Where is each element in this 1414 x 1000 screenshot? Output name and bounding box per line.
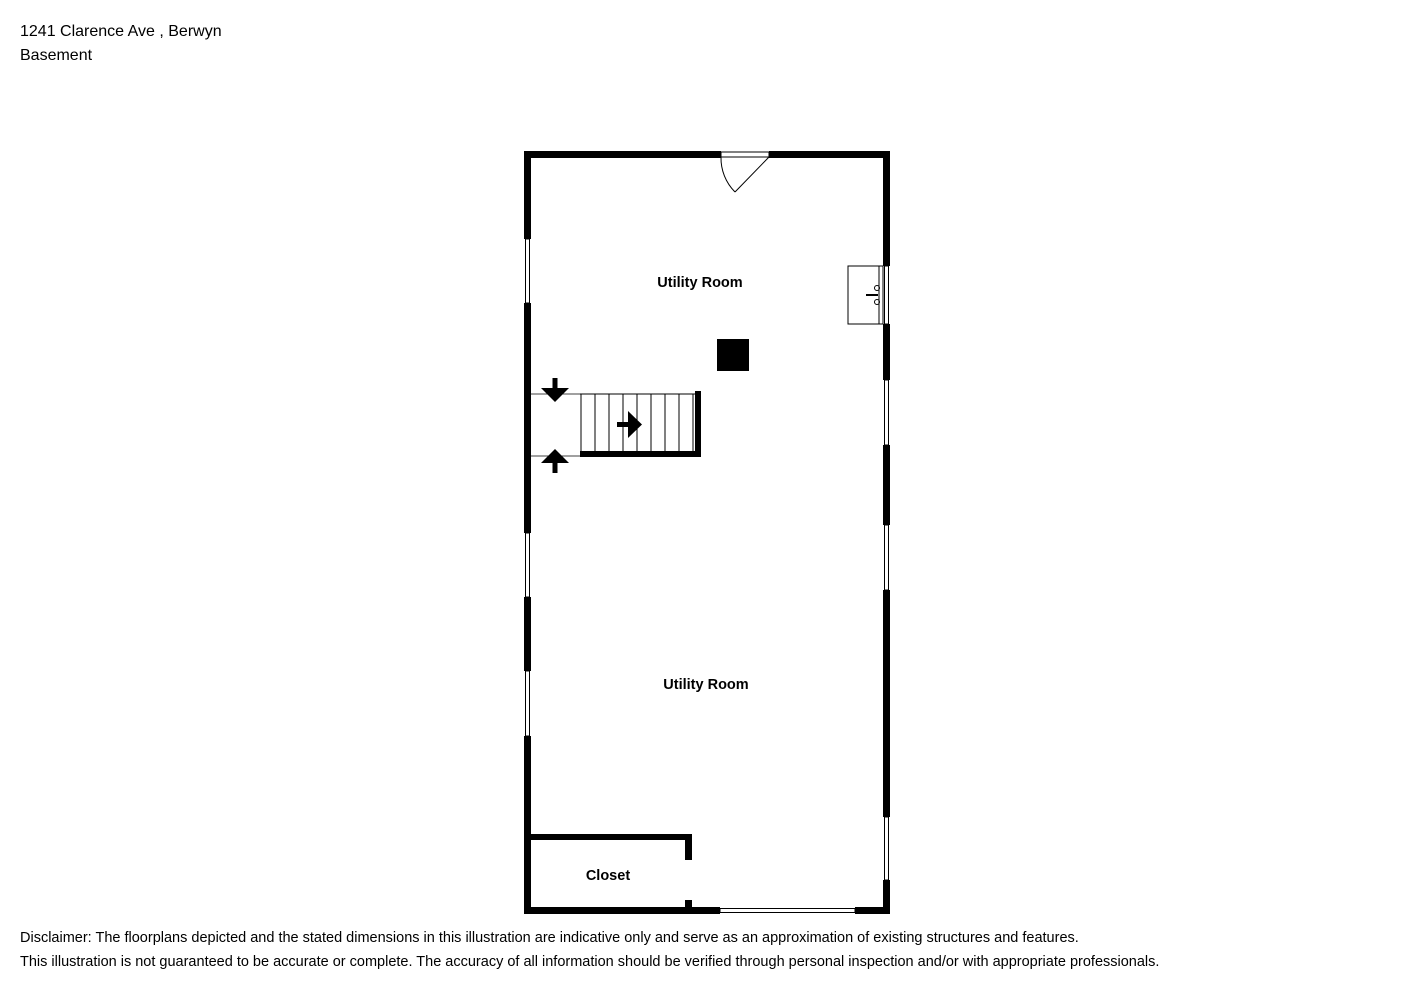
stairs-icon [531,391,701,457]
window-bottom [719,908,856,913]
window-left-2 [525,532,530,598]
sink-icon [847,265,884,325]
outer-walls [524,151,890,914]
arrow-up-icon [541,449,569,473]
window-left-3 [525,670,530,737]
stairs-arrow-icon [617,411,642,438]
room-label-closet: Closet [586,868,630,884]
disclaimer-line-2: This illustration is not guaranteed to b… [20,954,1160,970]
window-left-1 [525,238,530,304]
room-label-utility-upper: Utility Room [657,275,742,291]
window-right-2 [884,379,889,446]
window-right-3 [884,524,889,591]
disclaimer-line-1: Disclaimer: The floorplans depicted and … [20,930,1079,946]
column-icon [717,339,749,371]
windows [525,238,889,913]
floor-name: Basement [20,47,93,64]
door-swing-icon [720,151,770,193]
arrow-down-icon [541,378,569,402]
property-address: 1241 Clarence Ave , Berwyn [20,23,222,40]
room-label-utility-lower: Utility Room [663,677,748,693]
window-right-4 [884,816,889,881]
window-right-1 [884,265,889,325]
